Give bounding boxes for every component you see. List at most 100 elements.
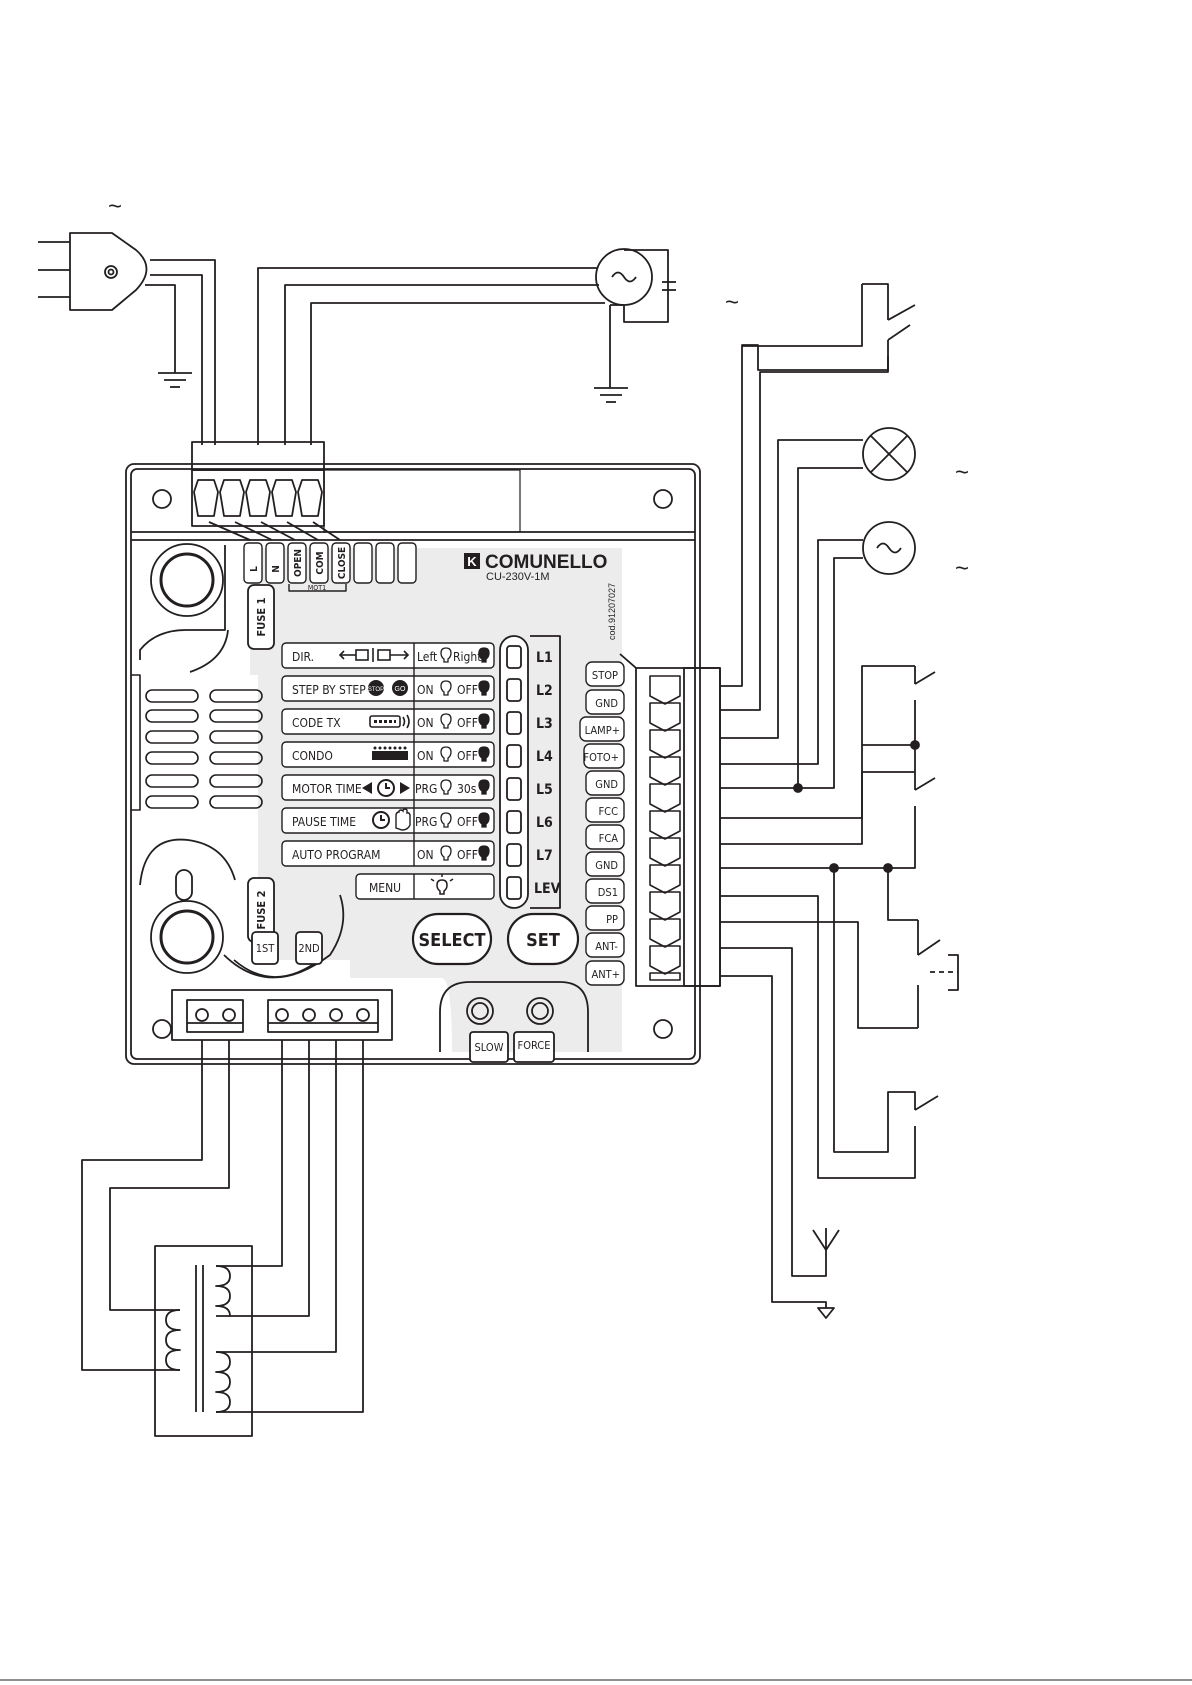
junction-dot [793, 783, 803, 793]
led-strip [499, 635, 561, 909]
wire-gnd [887, 868, 918, 921]
terminal-lamp: LAMP+ [585, 724, 620, 737]
led-label-l4: L4 [536, 749, 553, 765]
svg-text:STOP: STOP [368, 687, 384, 693]
fuse2-label: FUSE 2 [255, 890, 268, 929]
terminal-gnd-3: GND [595, 859, 618, 872]
terminal-label-l: L [249, 566, 260, 572]
menu-label-step: STEP BY STEP [292, 683, 366, 697]
plug-wire-live [150, 259, 216, 445]
wire-trafo-primary-1 [81, 1040, 203, 1371]
terminal-fca: FCA [599, 832, 619, 845]
wire-trafo-sec-2 [216, 1040, 310, 1317]
wire-pp [720, 921, 918, 1029]
photocell-ac-symbol: ~ [955, 555, 969, 582]
terminal-label-open: OPEN [293, 549, 304, 577]
opt2-dir: Right [453, 650, 481, 664]
terminal-gnd-1: GND [595, 697, 618, 710]
fuse1-label: FUSE 1 [255, 597, 268, 636]
opt1-step: ON [417, 683, 434, 697]
brand-logo: K [464, 553, 480, 569]
wire-ds1 [720, 895, 819, 1015]
opt1-motortime: PRG [415, 782, 437, 796]
set-button[interactable] [506, 912, 580, 966]
wire-lamp-2 [797, 467, 863, 788]
opt2-step: OFF [457, 683, 478, 697]
top-terminal-block [191, 441, 521, 541]
terminal-gnd-2: GND [595, 778, 618, 791]
motor-wire-close [310, 302, 605, 445]
opt2-codetx: OFF [457, 716, 478, 730]
terminal-stop: STOP [592, 669, 618, 682]
bottom-terminal-blocks [171, 989, 393, 1041]
product-code: cod.91207027 [607, 583, 617, 640]
opt1-condo: ON [417, 749, 434, 763]
menu-bulb-icon [430, 874, 454, 895]
led-label-l2: L2 [536, 683, 553, 699]
led-label-lev: LEV [534, 881, 561, 897]
menu-label-menu: MENU [369, 881, 401, 895]
led-label-l1: L1 [536, 650, 553, 666]
mains-ac-symbol: ~ [108, 193, 122, 220]
svg-text:GO: GO [395, 686, 406, 693]
terminal-ant-minus: ANT- [595, 940, 618, 953]
terminal-foto: FOTO+ [583, 751, 619, 764]
transformer-symbol [154, 1245, 253, 1437]
ventilation-slots [131, 674, 263, 811]
opt2-motortime: 30s [457, 782, 477, 796]
terminal-label-com: COM [315, 551, 326, 574]
wire-trafo-sec-3 [216, 1040, 337, 1353]
wire-foto-1 [720, 539, 863, 765]
direction-icon [338, 648, 410, 662]
menu-label-pausetime: PAUSE TIME [292, 815, 356, 829]
select-button[interactable] [411, 912, 493, 966]
remote-icon [369, 714, 410, 729]
dip-1st-label: 1ST [256, 942, 276, 955]
fuse1-holder [139, 543, 275, 673]
led-bulb-icons [440, 647, 490, 861]
terminal-group-mot1: MOT1 [308, 584, 326, 592]
opt1-autoprogram: ON [417, 848, 434, 862]
top-terminal-labels [243, 542, 417, 592]
condo-icon [372, 746, 408, 760]
wire-trafo-sec-1 [216, 1040, 283, 1267]
safety-edge-switch-symbol [817, 868, 939, 1179]
opt1-pausetime: PRG [415, 815, 437, 829]
led-label-l7: L7 [536, 848, 553, 864]
led-label-l3: L3 [536, 716, 553, 732]
right-terminal-tabs [579, 661, 625, 986]
opt2-condo: OFF [457, 749, 478, 763]
set-button-label[interactable]: SET [526, 930, 560, 951]
wire-foto-2 [720, 557, 863, 789]
menu-label-motortime: MOTOR TIME [292, 782, 362, 796]
motor-wire-com [284, 284, 599, 445]
clock-arrows-icon [362, 779, 410, 797]
terminal-label-close: CLOSE [337, 547, 348, 579]
fuse2-holder [139, 838, 345, 979]
led-label-l5: L5 [536, 782, 553, 798]
menu-table-frame [281, 642, 495, 900]
opt1-codetx: ON [417, 716, 434, 730]
warning-lamp-symbol [862, 427, 916, 481]
svg-text:K: K [467, 554, 477, 569]
limit-switch-fca [720, 771, 936, 869]
trimmer-area [439, 981, 589, 1063]
clock-hand-icon [372, 808, 411, 831]
dip-2nd-label: 2ND [298, 942, 320, 955]
select-button-label[interactable]: SELECT [418, 930, 485, 951]
terminal-ant-plus: ANT+ [591, 968, 620, 981]
antenna-symbol [720, 947, 840, 1319]
menu-label-autoprogram: AUTO PROGRAM [292, 848, 380, 862]
menu-label-codetx: CODE TX [292, 716, 341, 730]
stop-go-icon: STOP GO [368, 680, 408, 696]
wire-lamp-1 [720, 439, 863, 739]
plug-wire-neutral [150, 274, 203, 445]
terminal-fcc: FCC [598, 805, 618, 818]
wire-stop-gnd [720, 356, 889, 711]
mains-plug [38, 232, 148, 311]
terminal-pp: PP [606, 913, 618, 926]
wire-trafo-sec-4 [216, 1040, 364, 1413]
motor-wire-open [257, 267, 597, 445]
limit-switch-fcc [720, 665, 936, 819]
menu-label-condo: CONDO [292, 749, 333, 763]
